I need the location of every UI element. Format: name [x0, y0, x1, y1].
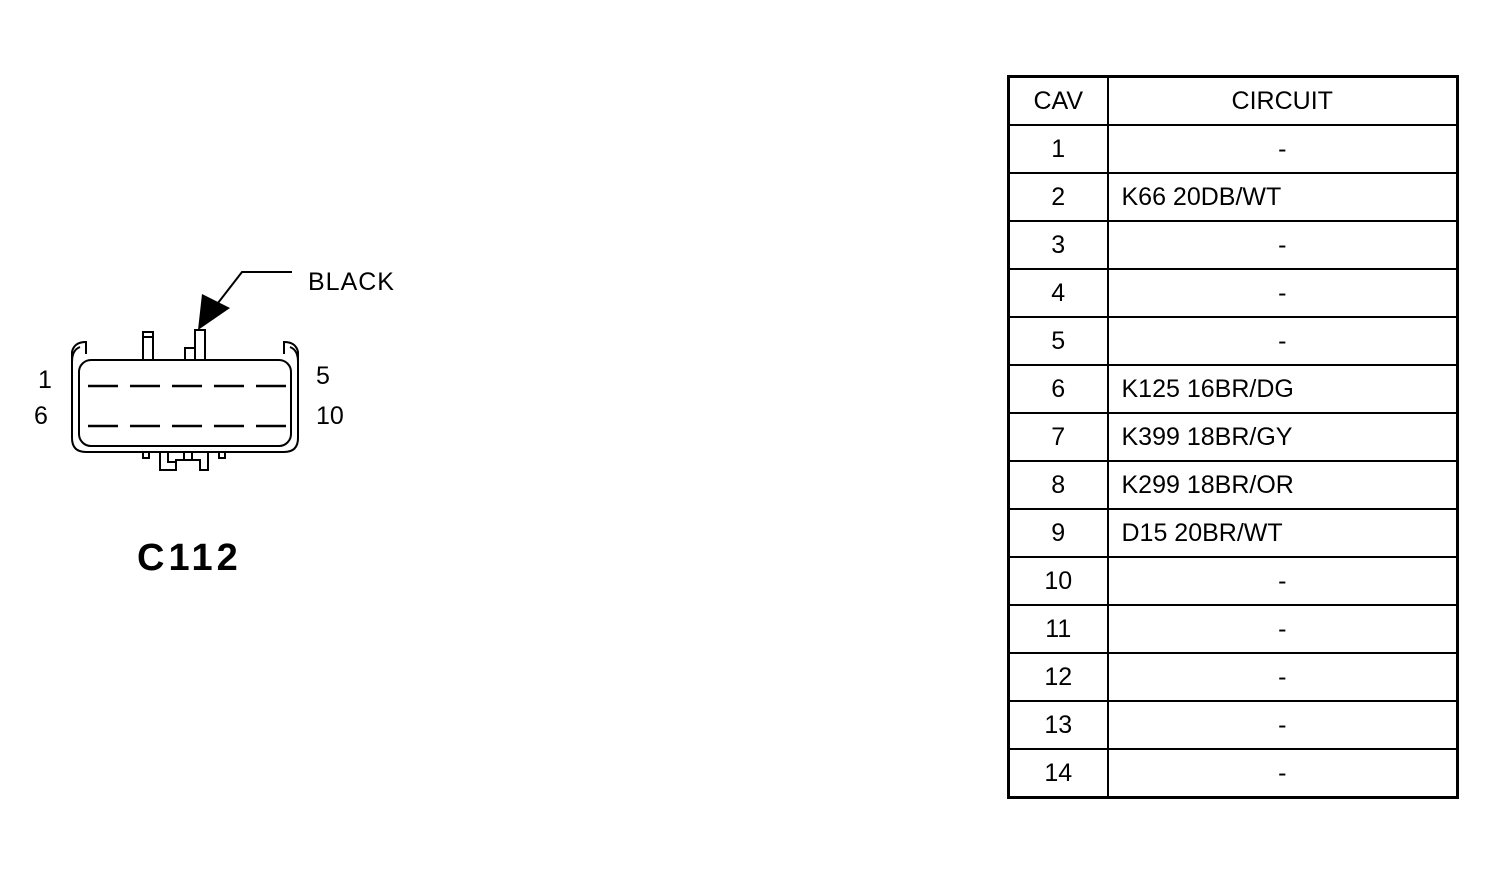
table-row: 13-	[1007, 700, 1459, 750]
cav-cell: 10	[1007, 556, 1109, 606]
cav-cell: 12	[1007, 652, 1109, 702]
connector-diagram: BLACK 1 6 5 10 C112	[34, 268, 395, 579]
cav-cell: 7	[1007, 412, 1109, 462]
table-row: 3-	[1007, 220, 1459, 270]
connector-outer-shell	[71, 346, 299, 453]
pin-label-6: 6	[34, 402, 48, 430]
table-row: 5-	[1007, 316, 1459, 366]
circuit-cell: -	[1106, 316, 1459, 366]
circuit-cell: K66 20DB/WT	[1106, 172, 1459, 222]
bottom-stub-left	[142, 451, 150, 459]
circuit-cell: -	[1106, 124, 1459, 174]
color-callout-leader	[198, 271, 292, 330]
color-callout-label: BLACK	[308, 268, 395, 296]
circuit-cell: K125 16BR/DG	[1106, 364, 1459, 414]
circuit-cell: -	[1106, 700, 1459, 750]
circuit-cell: -	[1106, 268, 1459, 318]
right-latch	[283, 340, 299, 362]
cav-cell: 6	[1007, 364, 1109, 414]
table-row: 12-	[1007, 652, 1459, 702]
table-row: 14-	[1007, 748, 1459, 799]
pin-label-5: 5	[316, 362, 330, 390]
circuit-cell: -	[1106, 220, 1459, 270]
circuit-cell: D15 20BR/WT	[1106, 508, 1459, 558]
left-latch	[71, 340, 87, 362]
table-row: 1-	[1007, 124, 1459, 174]
circuit-cell: K399 18BR/GY	[1106, 412, 1459, 462]
top-key-stub	[184, 347, 196, 361]
connector-id-label: C112	[137, 537, 242, 579]
cav-cell: 3	[1007, 220, 1109, 270]
table-row: 10-	[1007, 556, 1459, 606]
cav-cell: 8	[1007, 460, 1109, 510]
cav-cell: 4	[1007, 268, 1109, 318]
cav-cell: 11	[1007, 604, 1109, 654]
cav-cell: 13	[1007, 700, 1109, 750]
circuit-cell: -	[1106, 652, 1459, 702]
callout-arrowhead	[198, 294, 230, 330]
table-row: 4-	[1007, 268, 1459, 318]
bottom-latch-tab	[159, 452, 209, 471]
table-header-row: CAV CIRCUIT	[1007, 75, 1459, 126]
circuit-cell: K299 18BR/OR	[1106, 460, 1459, 510]
cav-cell: 1	[1007, 124, 1109, 174]
circuit-cell: -	[1106, 556, 1459, 606]
connector-body	[71, 329, 299, 471]
bottom-stub-right	[218, 451, 226, 459]
cav-cell: 14	[1007, 748, 1109, 799]
pin-label-10: 10	[316, 402, 344, 430]
cav-cell: 9	[1007, 508, 1109, 558]
top-key-left	[142, 331, 154, 361]
circuit-cell: -	[1106, 748, 1459, 799]
cav-cell: 2	[1007, 172, 1109, 222]
header-circuit: CIRCUIT	[1106, 75, 1459, 126]
header-cav: CAV	[1007, 75, 1109, 126]
cav-cell: 5	[1007, 316, 1109, 366]
connector-inner-face	[78, 359, 292, 447]
circuit-cell: -	[1106, 604, 1459, 654]
pin-label-1: 1	[38, 366, 52, 394]
table-row: 11-	[1007, 604, 1459, 654]
top-key-right	[194, 329, 206, 361]
